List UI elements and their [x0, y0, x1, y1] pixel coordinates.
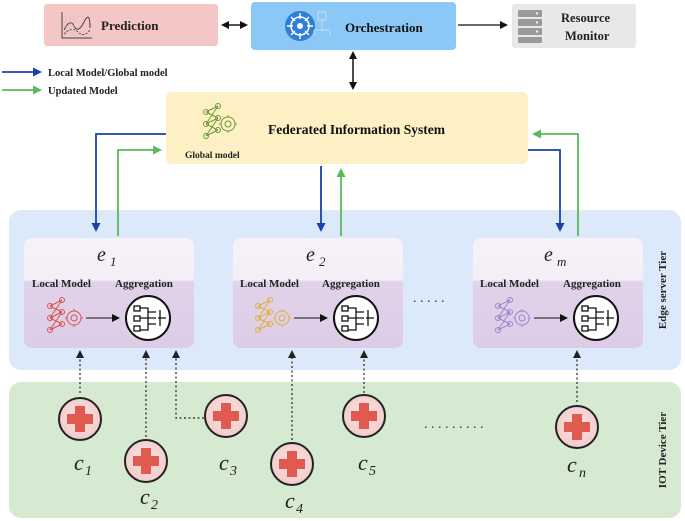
- server-e2-local-model-icon: [255, 297, 291, 333]
- prediction-chart-icon: [61, 12, 92, 39]
- c3-to-e1-link: [172, 350, 204, 419]
- device-c2-medical-cross-icon: [124, 439, 168, 483]
- device-cn-name: c: [567, 452, 577, 477]
- em-to-fis-green-arrow: [532, 129, 579, 236]
- e1-to-fis-green-arrow: [117, 145, 162, 236]
- edge-server-e2: e 2 Local Model Aggregation: [233, 238, 403, 348]
- legend-item-updated: Updated Model: [48, 86, 118, 97]
- iot-device-tier: IOT Device Tier . . . . . . . . .: [9, 382, 681, 518]
- device-c1: c 1: [58, 397, 102, 479]
- server-e1-local-label: Local Model: [32, 278, 91, 290]
- server-e1-name: e: [97, 244, 106, 266]
- server-em-local-label: Local Model: [480, 278, 539, 290]
- device-c1-name: c: [74, 450, 84, 475]
- server-e2-name: e: [306, 244, 315, 266]
- device-c3-sub: 3: [229, 464, 237, 479]
- server-em-name: e: [544, 244, 553, 266]
- device-c5-medical-cross-icon: [342, 394, 386, 438]
- edge-tier-label: Edge server Tier: [657, 251, 669, 329]
- global-model-label: Global model: [185, 151, 240, 161]
- device-cn: c n: [555, 405, 599, 481]
- server-e1-local-model-icon: [47, 297, 83, 333]
- prediction-label: Prediction: [101, 18, 159, 33]
- fis-box: Global model Federated Information Syste…: [166, 92, 528, 164]
- device-c5: c 5: [342, 394, 386, 479]
- device-c5-sub: 5: [369, 464, 376, 479]
- device-c3-name: c: [219, 450, 229, 475]
- server-rack-icon: [518, 10, 542, 43]
- resource-monitor-line2: Monitor: [565, 29, 610, 43]
- legend-item-local-global: Local Model/Global model: [48, 68, 168, 79]
- server-e2-aggregation-icon: [333, 295, 379, 341]
- server-e1-sub: 1: [110, 254, 117, 269]
- device-c1-sub: 1: [85, 464, 92, 479]
- orchestration-icon: [285, 11, 331, 41]
- device-c2: c 2: [124, 439, 168, 513]
- device-c2-sub: 2: [151, 498, 158, 513]
- server-em-agg-label: Aggregation: [563, 278, 621, 290]
- fis-server-arrows: [91, 129, 579, 236]
- resource-monitor-box: Resource Monitor: [512, 4, 636, 48]
- resource-monitor-line1: Resource: [561, 11, 611, 25]
- server-e1-aggregation-icon: [125, 295, 171, 341]
- server-em-aggregation-icon: [573, 295, 619, 341]
- server-em-local-model-icon: [495, 297, 531, 333]
- device-c2-name: c: [140, 484, 150, 509]
- global-model-icon: [203, 103, 237, 139]
- orchestration-box: Orchestration: [251, 2, 456, 50]
- fis-to-e1-blue-arrow: [91, 133, 166, 232]
- server-em-sub: m: [557, 254, 566, 269]
- device-c1-medical-cross-icon: [58, 397, 102, 441]
- device-c3: c 3: [204, 394, 248, 479]
- iot-ellipsis: . . . . . . . . .: [424, 417, 484, 432]
- fis-title: Federated Information System: [268, 122, 446, 137]
- server-e2-sub: 2: [319, 254, 326, 269]
- device-c4: c 4: [270, 442, 314, 517]
- prediction-box: Prediction: [44, 4, 218, 46]
- device-c3-medical-cross-icon: [204, 394, 248, 438]
- edge-server-e1: e 1 Local Model Aggregation: [24, 238, 194, 348]
- legend: Local Model/Global model Updated Model: [2, 67, 168, 97]
- edge-server-em: e m Local Model Aggregation: [473, 238, 643, 348]
- server-e2-local-label: Local Model: [240, 278, 299, 290]
- device-c4-name: c: [285, 488, 295, 513]
- iot-tier-label: IOT Device Tier: [657, 412, 669, 489]
- device-c5-name: c: [358, 450, 368, 475]
- device-cn-sub: n: [579, 466, 586, 481]
- device-c4-sub: 4: [296, 502, 303, 517]
- device-c4-medical-cross-icon: [270, 442, 314, 486]
- device-cn-medical-cross-icon: [555, 405, 599, 449]
- server-e1-agg-label: Aggregation: [115, 278, 173, 290]
- fis-to-em-blue-arrow: [528, 149, 565, 232]
- device-server-links: [76, 350, 581, 440]
- edge-ellipsis: . . . . .: [413, 291, 445, 306]
- server-e2-agg-label: Aggregation: [322, 278, 380, 290]
- orchestration-label: Orchestration: [345, 20, 424, 35]
